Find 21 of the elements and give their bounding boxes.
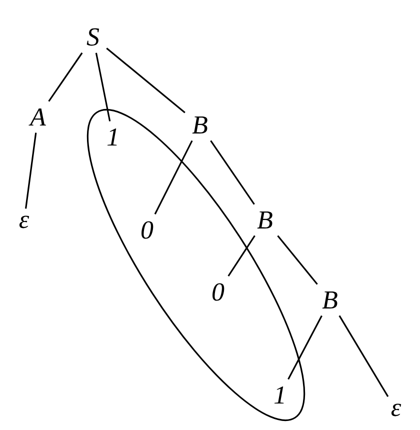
tree-branch [228, 235, 256, 277]
tree-symbol: 0 [142, 221, 154, 239]
tree-symbol: B [192, 116, 208, 134]
tree-symbol: A [28, 108, 46, 126]
tree-symbol: B [257, 211, 272, 229]
tree-branch [338, 315, 389, 397]
tree-symbol: ε [391, 404, 402, 416]
tree-branch [48, 52, 83, 102]
tree-branch [106, 48, 186, 114]
tree-symbol: B [322, 291, 338, 309]
tree-branch [277, 235, 318, 285]
tree-symbol: 1 [274, 386, 284, 404]
tree-branch [154, 140, 193, 214]
tree-symbol: S [86, 28, 100, 46]
tree-branch [210, 140, 255, 205]
tree-branch [25, 132, 37, 209]
tree-symbol: 1 [107, 128, 117, 146]
tree-branch [288, 315, 322, 380]
tree-symbol: ε [19, 216, 30, 228]
tree-branch [95, 52, 111, 122]
tree-symbol: 0 [212, 283, 224, 301]
